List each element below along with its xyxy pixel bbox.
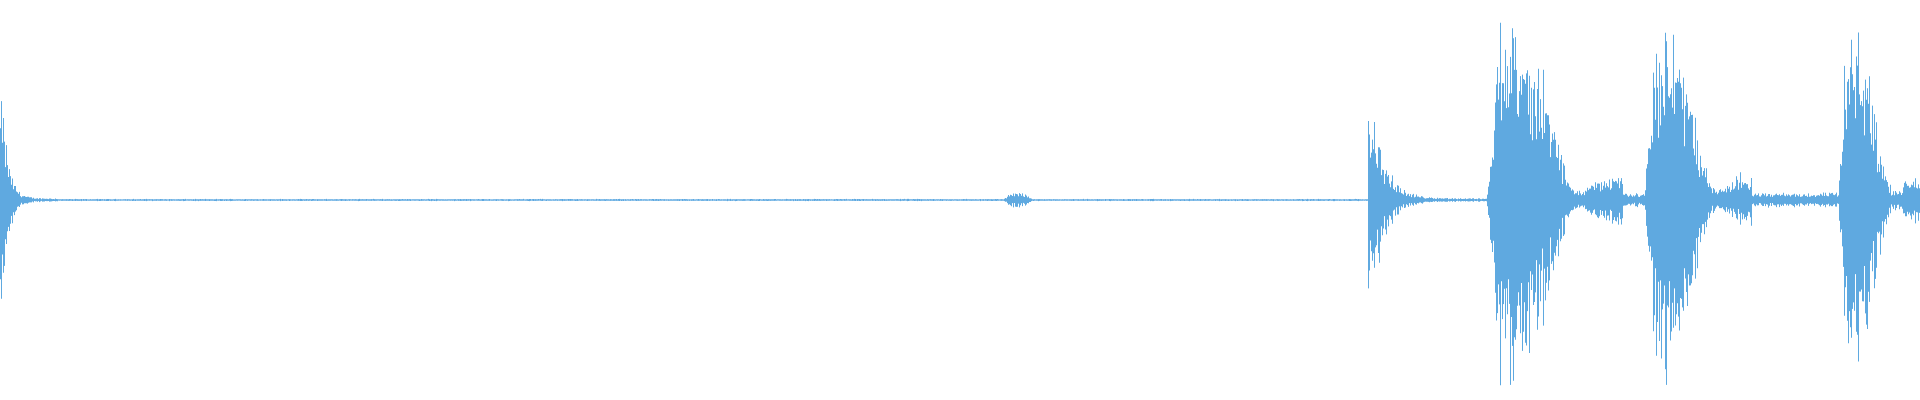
waveform-samples bbox=[0, 22, 1920, 386]
waveform-trace bbox=[0, 22, 1920, 386]
